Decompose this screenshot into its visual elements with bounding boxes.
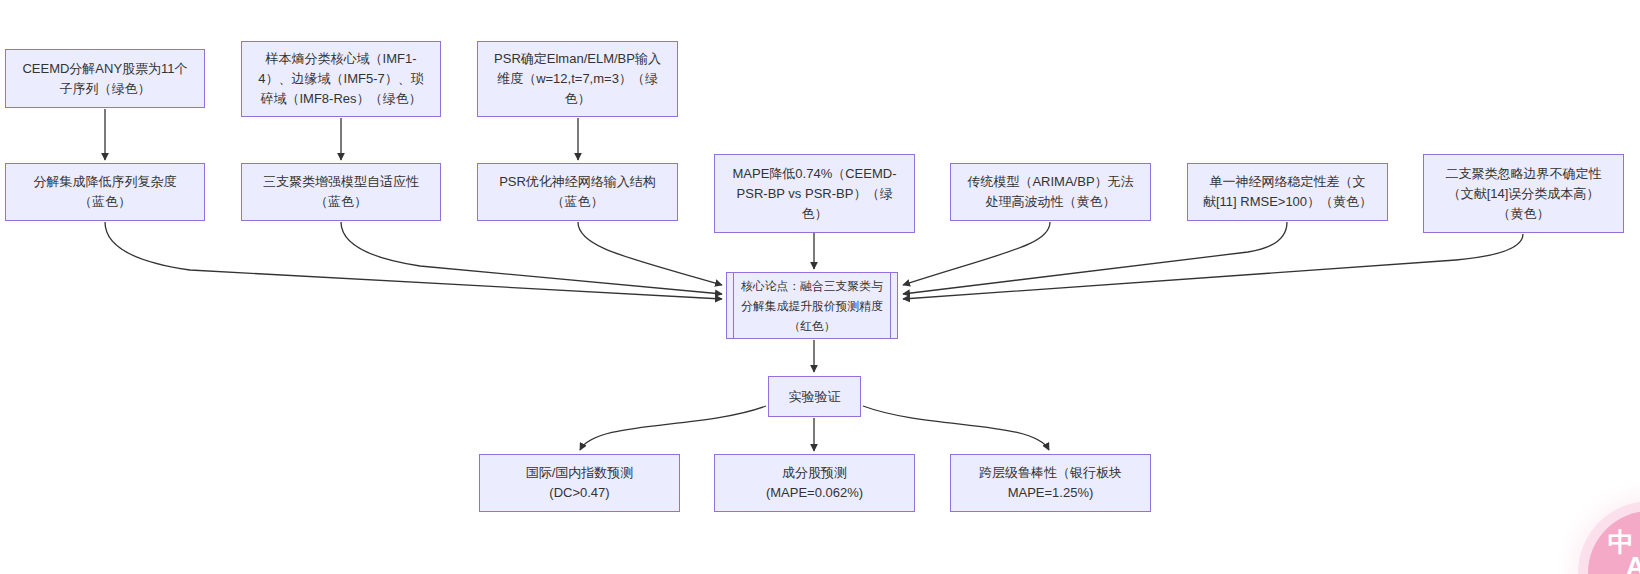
node-psr-structure: PSR优化神经网络输入结构 （蓝色）: [477, 163, 678, 221]
node-experiment-validation: 实验验证: [768, 376, 861, 417]
edge-singlenn-to-core: [903, 222, 1287, 294]
node-mape-improvement: MAPE降低0.74%（CEEMD- PSR-BP vs PSR-BP）（绿 色…: [714, 154, 915, 233]
edge-traditional-to-core: [903, 222, 1050, 285]
edge-structure-to-core: [578, 222, 722, 285]
node-index-prediction: 国际/国内指数预测 (DC>0.47): [479, 454, 680, 512]
node-psr-dimension: PSR确定Elman/ELM/BP输入 维度（w=12,t=7,m=3）（绿 色…: [477, 41, 678, 117]
edge-threeway-to-core: [341, 222, 722, 294]
node-threeway-adaptive: 三支聚类增强模型自适应性 （蓝色）: [241, 163, 441, 221]
node-cross-level-robustness: 跨层级鲁棒性（银行板块 MAPE=1.25%): [950, 454, 1151, 512]
translate-en-glyph: A: [1626, 551, 1640, 574]
node-single-nn-instability: 单一神经网络稳定性差（文 献[11] RMSE>100）（黄色）: [1187, 163, 1388, 221]
node-core-thesis: 核心论点：融合三支聚类与 分解集成提升股价预测精度 （红色）: [726, 272, 898, 339]
edge-twoway-to-core: [903, 234, 1523, 299]
node-sample-entropy: 样本熵分类核心域（IMF1- 4）、边缘域（IMF5-7）、琐 碎域（IMF8-…: [241, 41, 441, 117]
node-traditional-limitation: 传统模型（ARIMA/BP）无法 处理高波动性（黄色）: [950, 163, 1151, 221]
edge-decomposition-to-core: [105, 222, 722, 299]
node-component-stock-prediction: 成分股预测 (MAPE=0.062%): [714, 454, 915, 512]
subroutine-bar-right: [890, 273, 891, 338]
node-decomposition-complexity: 分解集成降低序列复杂度 （蓝色）: [5, 163, 205, 221]
edge-experiment-to-index: [580, 406, 766, 450]
node-twoway-limitation: 二支聚类忽略边界不确定性 （文献[14]误分类成本高） （黄色）: [1423, 154, 1624, 233]
edge-experiment-to-robustness: [863, 406, 1049, 450]
node-ceemd-decompose: CEEMD分解ANY股票为11个 子序列（绿色）: [5, 49, 205, 108]
subroutine-bar-left: [733, 273, 734, 338]
